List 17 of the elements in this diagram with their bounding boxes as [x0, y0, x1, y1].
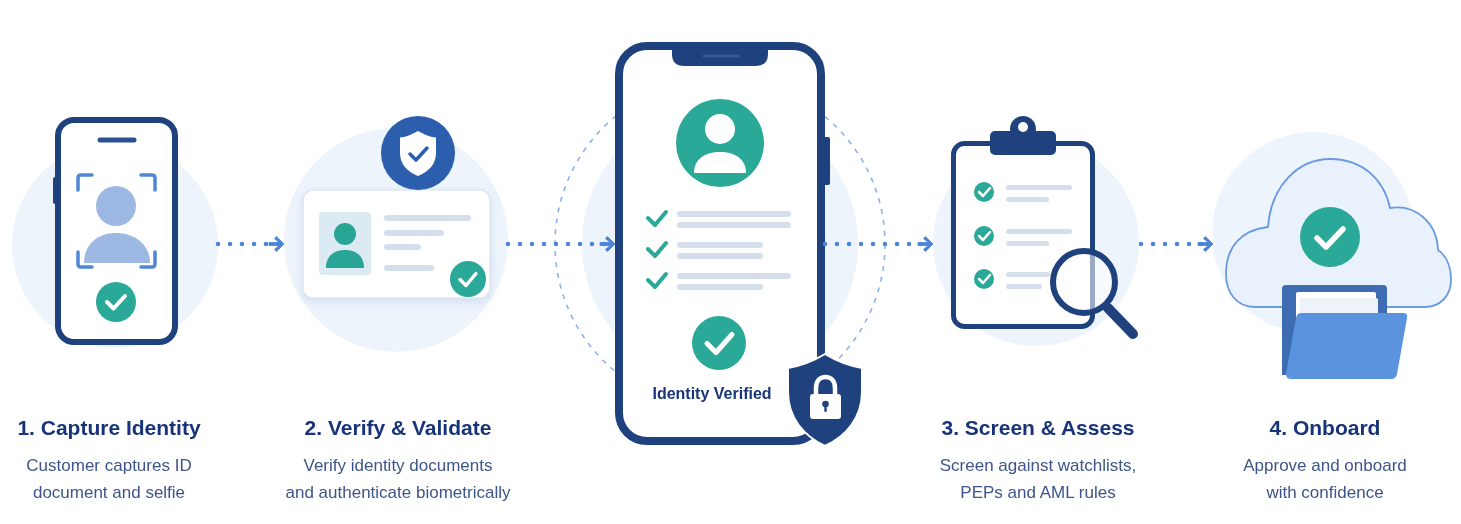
dotted-arrow	[822, 236, 936, 252]
clipboard-magnifier-illustration	[933, 115, 1141, 346]
step-title: 2. Verify & Validate	[304, 416, 492, 440]
step-description: Approve and onboard with confidence	[1242, 455, 1408, 504]
dotted-arrow	[505, 236, 618, 252]
cloud-folder-illustration	[1213, 131, 1454, 379]
step-description: Customer captures ID document and selfie	[25, 455, 193, 504]
id-card-check-illustration	[284, 116, 508, 352]
step-title: 1. Capture Identity	[17, 416, 201, 440]
step-title: 4. Onboard	[1269, 416, 1381, 440]
step-title: 3. Screen & Assess	[941, 416, 1135, 440]
phone-face-scan-illustration	[12, 117, 218, 348]
dotted-arrow	[1138, 236, 1216, 252]
status-label: Identity Verified	[652, 384, 772, 404]
dotted-arrow	[215, 236, 287, 252]
step-description: Verify identity documents and authenticate biometrically	[284, 455, 512, 504]
step-description: Screen against watchlists, PEPs and AML rules	[938, 455, 1138, 504]
